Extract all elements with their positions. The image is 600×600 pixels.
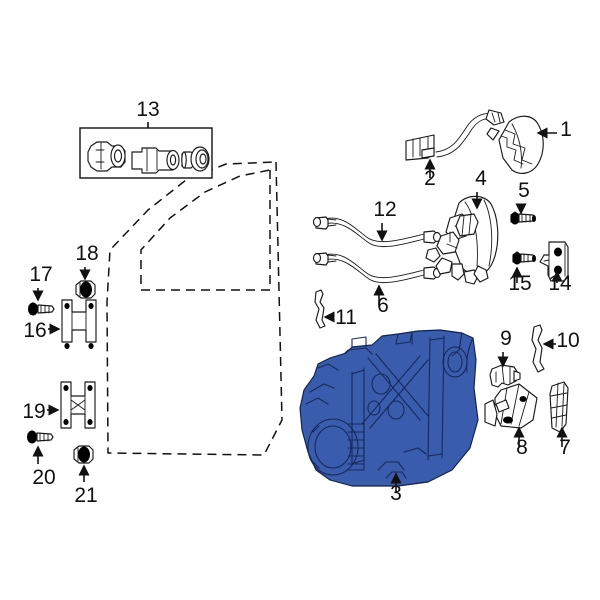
callout-18-label: 18 (75, 242, 98, 265)
lower-hinge-bolt (27, 430, 54, 444)
callout-13-label: 13 (136, 98, 159, 121)
callout-21-label: 21 (74, 484, 97, 507)
callout-19-label: 19 (22, 400, 45, 423)
lock-cap (181, 151, 194, 169)
callout-numbers: 1 2 3 4 5 6 7 8 9 10 11 12 13 14 15 16 1… (22, 98, 579, 507)
callout-17-label: 17 (29, 263, 52, 286)
callout-20-label: 20 (32, 466, 55, 489)
window-regulator (299, 329, 479, 487)
rod-end-lower-left (312, 252, 337, 266)
lower-door-hinge (60, 381, 96, 429)
lock-actuator-bracket (484, 383, 538, 429)
callout-8-label: 8 (516, 436, 528, 459)
door-lock-rod-clip (314, 289, 326, 329)
handle-wire-harness (435, 109, 505, 158)
door-latch-assembly (425, 195, 499, 285)
callout-16-label: 16 (23, 319, 46, 342)
callout-3-label: 3 (390, 482, 402, 505)
upper-hinge-nut (75, 280, 96, 299)
lock-striker-shim (489, 364, 521, 388)
callout-12-label: 12 (373, 198, 396, 221)
door-shell-outline (106, 161, 283, 456)
callout-5-label: 5 (518, 179, 530, 202)
lower-hinge-nut (73, 445, 94, 464)
callout-14-label: 14 (548, 272, 572, 295)
rod-end-upper-left (312, 216, 337, 230)
latch-reinforcement (549, 381, 569, 433)
callout-11-label: 11 (335, 306, 357, 329)
callout-9-label: 9 (500, 327, 512, 350)
lock-cylinder-housing (87, 141, 126, 172)
upper-door-hinge (61, 299, 97, 349)
callout-4-label: 4 (475, 167, 487, 190)
callout-10-label: 10 (556, 329, 579, 352)
callout-1-label: 1 (560, 118, 572, 141)
door-check-bolt (512, 251, 536, 265)
lock-control-rod-lower (312, 252, 442, 284)
lock-cylinder-plug (131, 147, 180, 174)
callout-7-label: 7 (559, 436, 571, 459)
callout-leaders (32, 127, 568, 492)
rod-end-upper-right (423, 230, 442, 244)
lock-retainer-ring (190, 146, 210, 172)
door-handle-switch (405, 134, 435, 161)
callout-2-label: 2 (424, 167, 436, 190)
latch-screw (510, 211, 536, 225)
harness-connector (485, 109, 505, 126)
exterior-door-handle (486, 115, 544, 174)
upper-hinge-bolt (28, 302, 55, 316)
lock-rod-clip (531, 324, 545, 373)
lock-control-rod-upper (312, 216, 442, 248)
lock-cylinder-kit (79, 122, 213, 179)
callout-15-label: 15 (508, 272, 531, 295)
callout-6-label: 6 (377, 294, 389, 317)
